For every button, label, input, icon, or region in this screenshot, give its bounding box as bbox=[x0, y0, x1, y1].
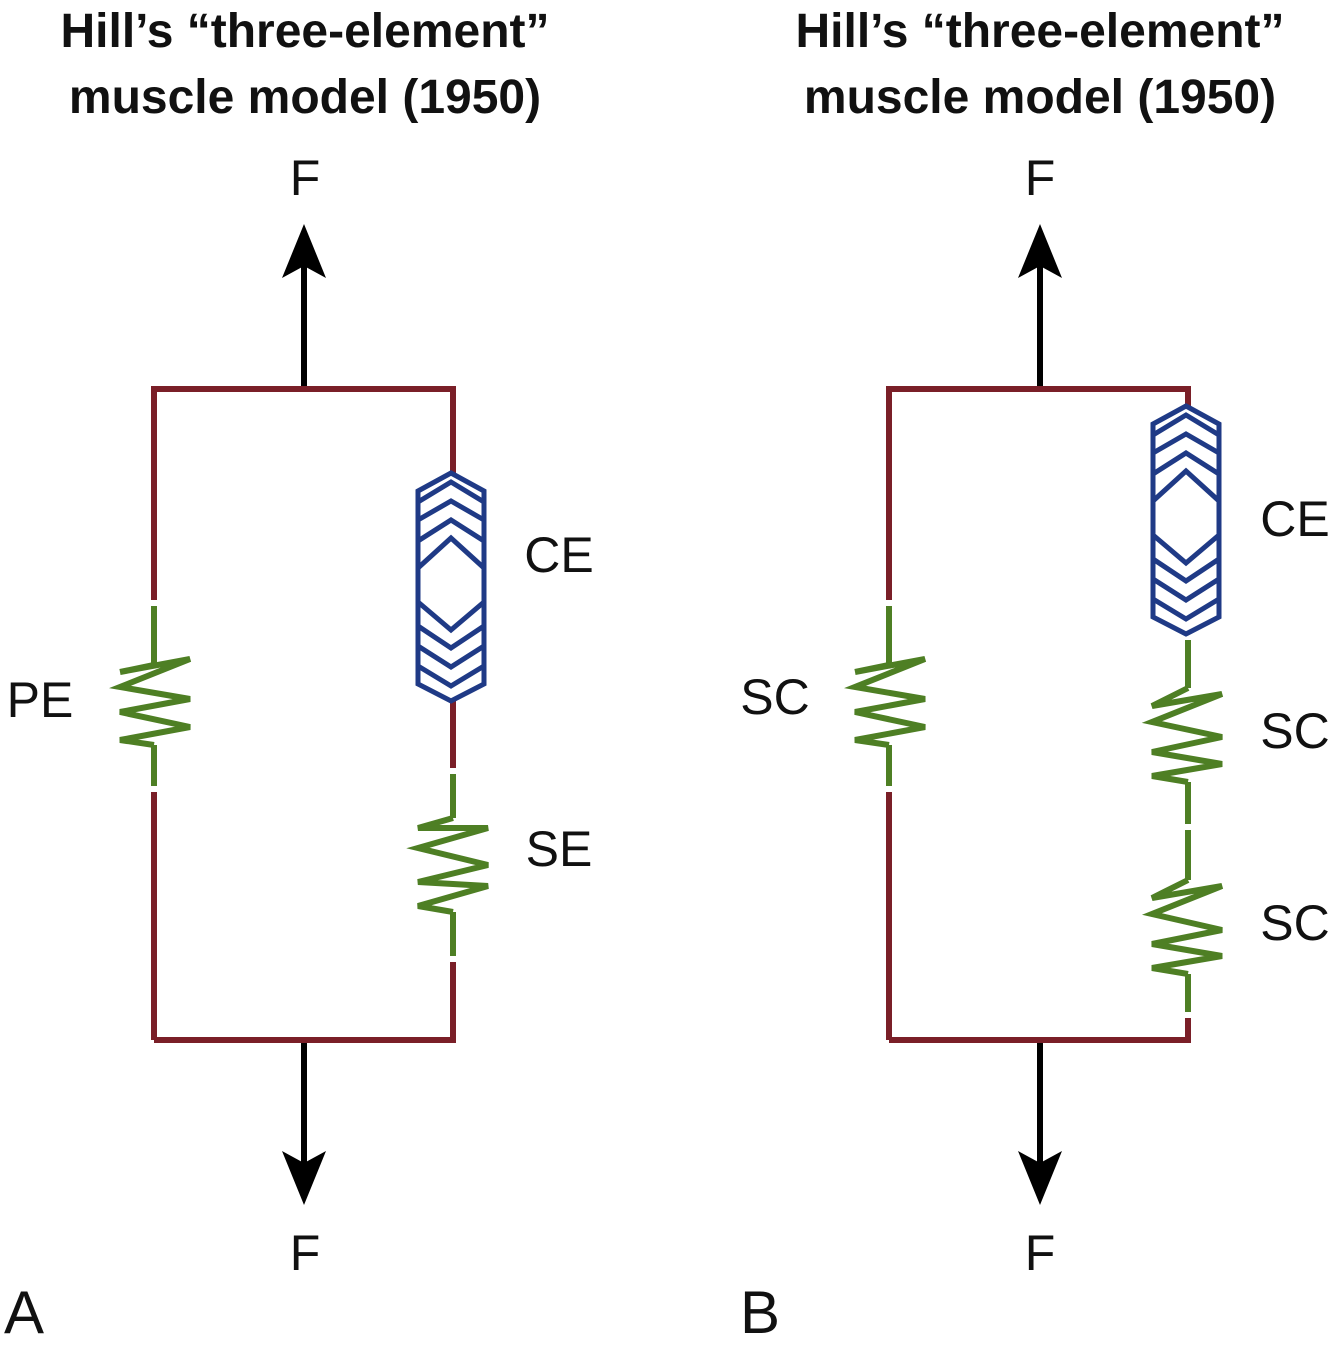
panel-a-pe-label: PE bbox=[7, 672, 74, 728]
panel-a-se-spring bbox=[406, 774, 489, 956]
panel-b-force-top-label: F bbox=[1025, 150, 1056, 206]
panel-b-ce-label: CE bbox=[1260, 491, 1329, 547]
panel-a-force-top-label: F bbox=[290, 150, 321, 206]
panel-a-se-label: SE bbox=[526, 821, 593, 877]
panel-b-ce-element bbox=[1150, 403, 1222, 637]
panel-a-ce-element bbox=[415, 470, 487, 704]
panel-a-force-arrow-down bbox=[282, 1040, 326, 1205]
panel-b-title-line2: muscle model (1950) bbox=[804, 71, 1276, 124]
panel-a-frame bbox=[151, 386, 456, 1043]
panel-a: Hill’s “three-element” muscle model (195… bbox=[4, 5, 594, 1346]
panel-b-force-arrow-up bbox=[1018, 224, 1062, 388]
panel-b-frame bbox=[886, 386, 1191, 1043]
panel-a-pe-spring bbox=[109, 606, 192, 786]
panel-a-title-line2: muscle model (1950) bbox=[69, 71, 541, 124]
panel-b-sc-left-label: SC bbox=[740, 669, 809, 725]
panel-b-sc-spring-left bbox=[844, 606, 927, 786]
panel-b-sc-right-upper-label: SC bbox=[1260, 703, 1329, 759]
panel-a-force-arrow-up bbox=[282, 224, 326, 388]
panel-b-sc-spring-right-upper bbox=[1141, 640, 1224, 824]
panel-a-title-line1: Hill’s “three-element” bbox=[60, 5, 549, 58]
panel-b-force-bottom-label: F bbox=[1025, 1225, 1056, 1281]
panel-a-ce-label: CE bbox=[524, 527, 593, 583]
panel-b-sc-right-lower-label: SC bbox=[1260, 895, 1329, 951]
panel-b-force-arrow-down bbox=[1018, 1040, 1062, 1205]
panel-b: Hill’s “three-element” muscle model (195… bbox=[740, 5, 1330, 1346]
panel-b-sc-spring-right-lower bbox=[1141, 830, 1224, 1012]
panel-b-title-line1: Hill’s “three-element” bbox=[795, 5, 1284, 58]
panel-b-letter: B bbox=[740, 1279, 780, 1346]
panel-a-letter: A bbox=[4, 1279, 44, 1346]
panel-a-force-bottom-label: F bbox=[290, 1225, 321, 1281]
